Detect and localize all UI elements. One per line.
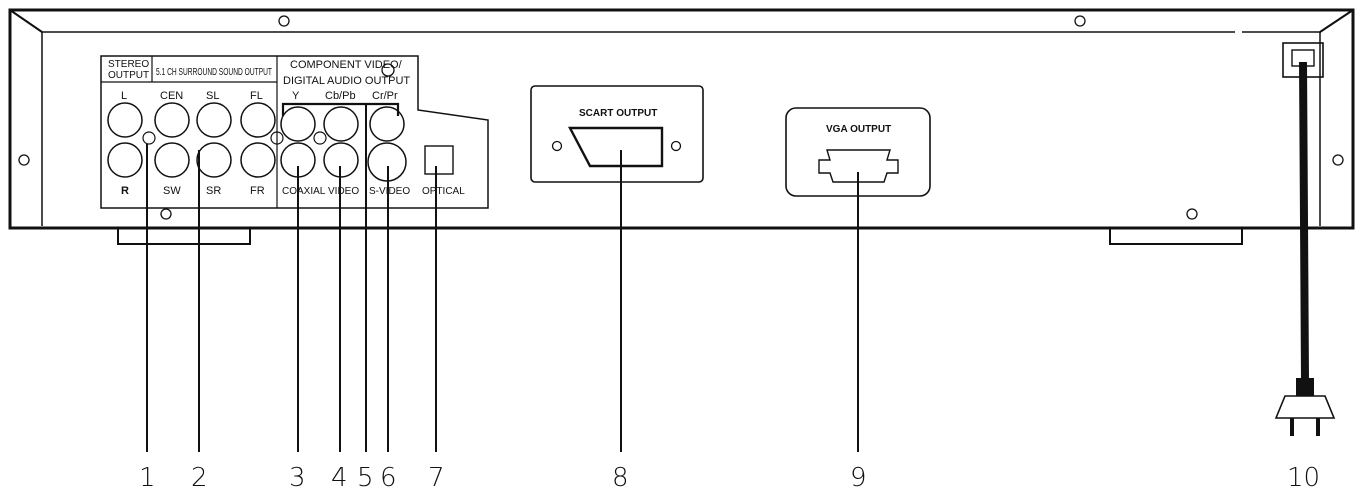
callout-8: 8 — [612, 463, 629, 493]
callout-lines — [146, 104, 859, 452]
callout-9: 9 — [850, 463, 867, 493]
callout-7: 7 — [428, 463, 445, 493]
callout-1: 1 — [139, 463, 156, 493]
label-cb-pb: Cb/Pb — [325, 90, 356, 102]
label-video: VIDEO — [328, 186, 359, 197]
callout-2: 2 — [191, 463, 208, 493]
feet — [117, 227, 1243, 245]
callout-numbers: 1 2 3 4 5 6 7 8 9 10 — [139, 463, 1320, 493]
label-optical: OPTICAL — [422, 186, 465, 197]
vga-output-label: VGA OUTPUT — [826, 124, 891, 135]
callout-3: 3 — [289, 463, 306, 493]
label-s-video: S-VIDEO — [369, 186, 410, 197]
callout-4: 4 — [331, 463, 348, 493]
label-fl: FL — [250, 90, 263, 102]
label-fr: FR — [250, 185, 265, 197]
stereo-output-label-1: STEREO — [108, 59, 149, 70]
callout-5: 5 — [357, 463, 374, 493]
label-cen: CEN — [160, 90, 183, 102]
label-y: Y — [292, 90, 300, 102]
scart-output-label: SCART OUTPUT — [579, 108, 657, 119]
screw-holes — [18, 15, 1344, 220]
component-title-2: DIGITAL AUDIO OUTPUT — [283, 75, 410, 87]
connector-panel: STEREO OUTPUT 5.1 CH SURROUND SOUND OUTP… — [100, 55, 489, 209]
label-l: L — [121, 90, 127, 102]
label-sw: SW — [163, 185, 181, 197]
label-coaxial: COAXIAL — [282, 186, 326, 197]
label-r: R — [121, 185, 129, 197]
scart-output-panel: SCART OUTPUT — [530, 85, 704, 183]
surround-title: 5.1 CH SURROUND SOUND OUTPUT — [156, 67, 272, 78]
component-title-1: COMPONENT VIDEO/ — [290, 59, 403, 71]
stereo-output-label-2: OUTPUT — [108, 70, 149, 81]
label-cr-pr: Cr/Pr — [372, 90, 398, 102]
callout-6: 6 — [380, 463, 397, 493]
label-sl: SL — [206, 90, 219, 102]
power-cord — [1274, 42, 1336, 436]
label-sr: SR — [206, 185, 221, 197]
callout-10: 10 — [1287, 463, 1320, 493]
